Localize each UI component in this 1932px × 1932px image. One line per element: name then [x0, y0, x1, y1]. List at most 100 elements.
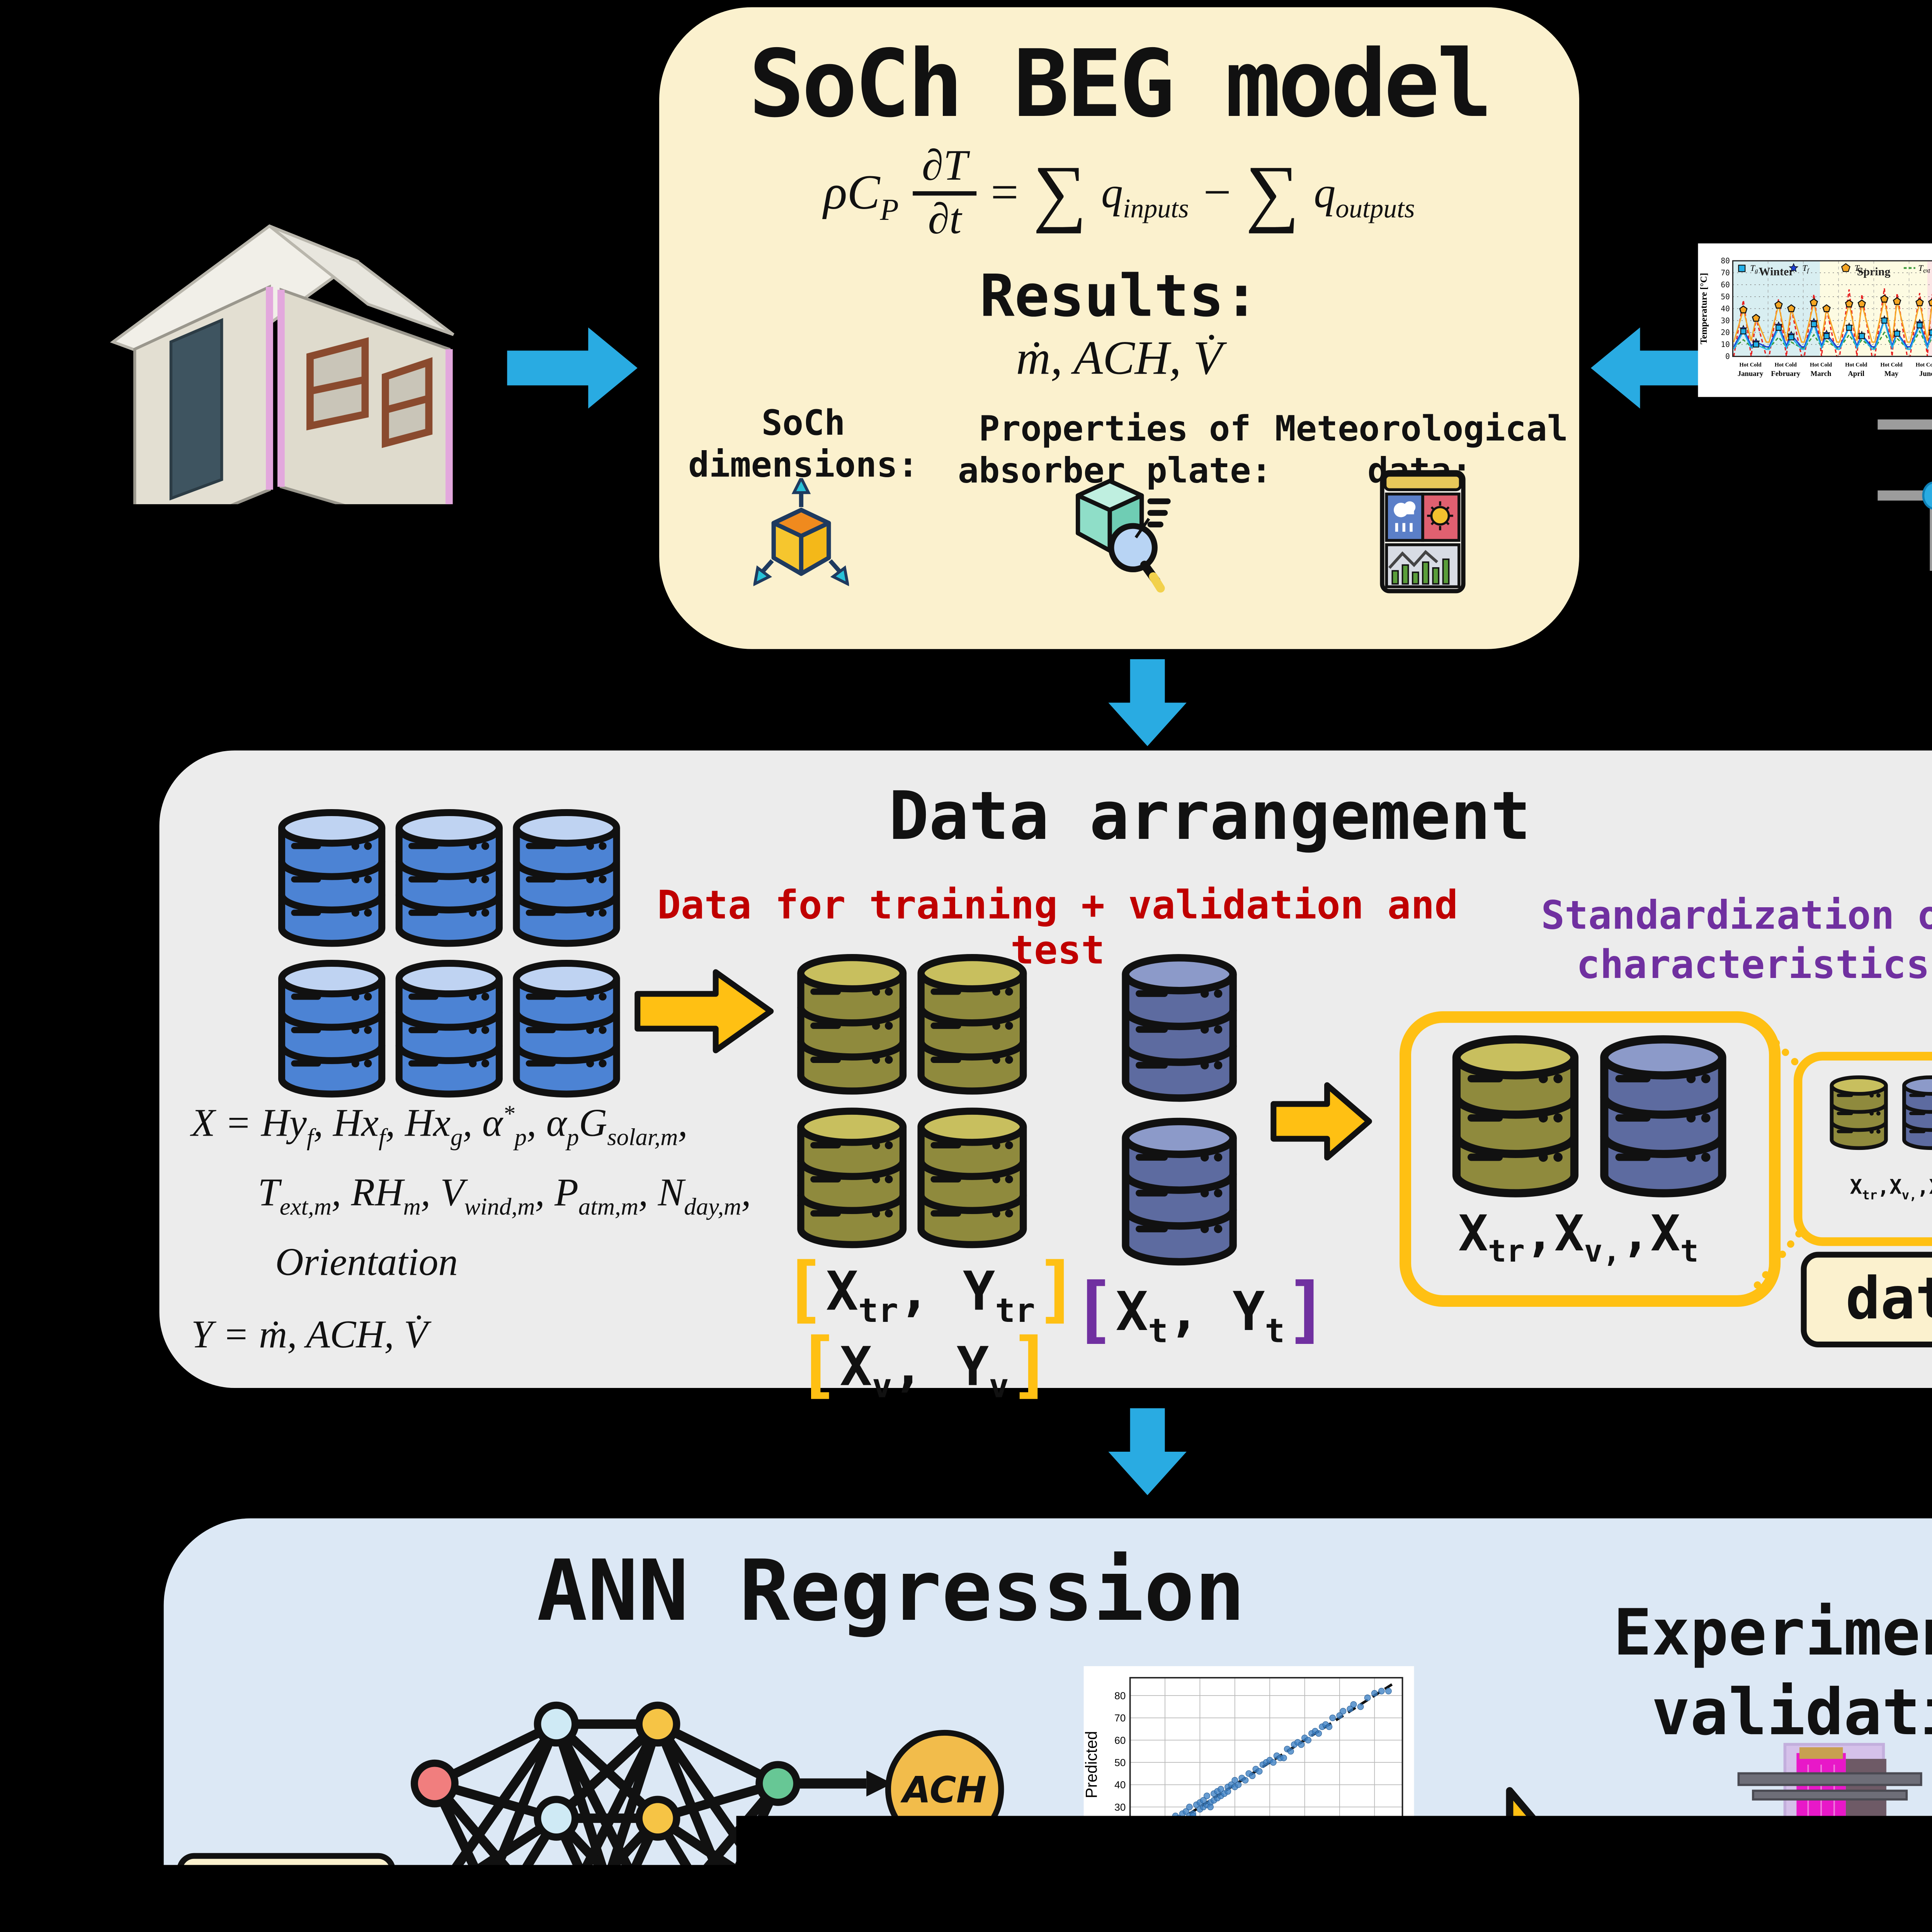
sum-outputs-symbol: ∑	[1246, 151, 1299, 236]
test-database-group	[1119, 953, 1240, 1266]
hot-cold-label: Hot Cold	[1880, 362, 1902, 368]
svg-text:80: 80	[1114, 1690, 1126, 1701]
data-output-label: data	[1845, 1266, 1932, 1333]
svg-text:70: 70	[1114, 1712, 1126, 1724]
equation-fraction: ∂T ∂t	[913, 142, 976, 245]
database-icon	[1449, 1034, 1582, 1198]
soch-dimensions-line1: SoCh	[669, 403, 937, 444]
absorber-plate-line1: Properties of	[945, 408, 1285, 450]
output-mdot-label: ṁ	[927, 1876, 963, 1931]
hidden2-node	[639, 1799, 677, 1837]
data-arrangement-title: Data arrangement	[739, 777, 1680, 855]
experimental-rig-image	[1721, 1736, 1932, 1932]
database-icon	[914, 953, 1030, 1095]
month-label: June	[1919, 370, 1932, 378]
train-set-label: [Xtr, Ytr]	[782, 1243, 1065, 1327]
svg-text:20: 20	[1114, 1824, 1126, 1835]
standardized-sets-label-small: Xtr,Xv,,Xt	[1794, 1177, 1932, 1200]
hidden2-node	[639, 1908, 677, 1932]
experimental-validation-title: Experimental validation	[1579, 1594, 1932, 1753]
month-label: May	[1884, 370, 1899, 378]
hot-cold-label: Hot Cold	[1916, 362, 1932, 368]
svg-text:40: 40	[1114, 1779, 1126, 1791]
svg-text:10: 10	[1721, 340, 1730, 349]
month-label: April	[1848, 370, 1864, 378]
cube-dimensions-icon	[753, 478, 849, 591]
svg-text:50: 50	[1114, 1757, 1126, 1768]
output-node	[759, 1879, 797, 1917]
svg-text:30: 30	[1194, 1857, 1206, 1868]
bracket-icon: ]	[1009, 1323, 1053, 1406]
svg-text:50: 50	[1264, 1857, 1276, 1868]
svg-text:30: 30	[1114, 1801, 1126, 1813]
svg-text:60: 60	[1721, 281, 1730, 289]
svg-text:70: 70	[1334, 1857, 1345, 1868]
input-node	[414, 1878, 455, 1918]
validation-set-text: Xv, Yv	[840, 1336, 1009, 1398]
database-icon	[1119, 953, 1240, 1102]
svg-text:20: 20	[1721, 328, 1730, 337]
meteorological-line1: Meteorological	[1275, 408, 1565, 450]
train-val-database-group	[794, 953, 1030, 1249]
equation-frac-top: ∂T	[913, 142, 976, 196]
output-ach-label: ACH	[903, 1768, 986, 1810]
standardized-olive-db	[1449, 1034, 1582, 1198]
svg-text:7: 7	[1122, 1918, 1128, 1930]
bracket-icon: [	[796, 1323, 840, 1406]
arrow-model-to-arrangement	[1097, 659, 1198, 749]
mae-loss-chart: 0123456702004006008001000Training MAEVal…	[1091, 1915, 1427, 1932]
svg-text:70: 70	[1721, 269, 1730, 277]
database-icon	[510, 959, 623, 1098]
standardization-line1: Standardization of	[1529, 893, 1932, 942]
database-icon	[393, 808, 505, 947]
heat-balance-equation: ρCP ∂T ∂t = ∑ qinputs − ∑ qoutputs	[659, 142, 1579, 245]
month-label: January	[1738, 370, 1764, 378]
database-icon	[275, 959, 388, 1098]
bracket-icon: ]	[1285, 1268, 1328, 1352]
database-icon	[1901, 1075, 1932, 1150]
database-icon	[393, 959, 505, 1098]
database-icon	[510, 808, 623, 947]
database-icon	[794, 1107, 910, 1249]
training-caption: Data for training + validation and test	[623, 884, 1492, 973]
raw-database-group	[275, 808, 623, 1098]
arrow-ann-to-validation	[1449, 1776, 1571, 1932]
validation-set-label: [Xv, Yv]	[794, 1318, 1055, 1402]
sum-inputs-symbol: ∑	[1033, 151, 1087, 236]
equation-minus: −	[1203, 166, 1231, 221]
scatter-xlabel: Target	[1244, 1881, 1289, 1898]
arrow-arrangement-to-ann	[1097, 1408, 1198, 1498]
hidden1-node	[537, 1908, 575, 1932]
svg-text:80: 80	[1721, 257, 1730, 265]
standardized-navy-db-small	[1901, 1075, 1932, 1150]
x-formula-line2: Text,m, RHm, Vwind,m, Patm,m, Nday,m,	[258, 1171, 751, 1216]
month-label: March	[1811, 370, 1832, 378]
input-soch-dimensions-label: SoCh dimensions:	[669, 403, 937, 486]
weather-ylabel: Temperature [°C]	[1699, 273, 1709, 344]
database-icon	[1119, 1117, 1240, 1266]
results-values: ṁ, ACH, V̇	[659, 333, 1579, 387]
svg-text:50: 50	[1721, 292, 1730, 301]
bracket-icon: [	[1072, 1268, 1116, 1352]
test-set-label: [Xt, Yt]	[1072, 1264, 1318, 1347]
arrow-standardize	[1269, 1078, 1374, 1165]
x-formula-line1: X = Hyf, Hxf, Hxg, α*p, αpGsolar,m,	[191, 1101, 688, 1146]
chimney-schematic	[1866, 408, 1932, 579]
equation-frac-bottom: ∂t	[919, 196, 970, 245]
absorber-plate-icon	[1069, 475, 1179, 594]
standardized-navy-db	[1597, 1034, 1730, 1198]
test-set-text: Xt, Yt	[1116, 1281, 1285, 1343]
svg-text:30: 30	[1721, 316, 1730, 325]
month-label: February	[1771, 370, 1801, 378]
season-label: Winter	[1759, 265, 1794, 278]
svg-text:40: 40	[1721, 304, 1730, 313]
database-icon	[794, 953, 910, 1095]
standardized-olive-db-small	[1828, 1075, 1889, 1150]
y-formula-line: Y = ṁ, ACH, V̇	[191, 1313, 428, 1357]
q-inputs: qinputs	[1101, 169, 1189, 218]
output-node	[759, 1765, 797, 1802]
arrow-split-data	[632, 965, 777, 1058]
data-output-box: data	[1801, 1252, 1932, 1347]
ann-network-diagram	[394, 1680, 904, 1932]
standardization-label: Standardization of characteristics	[1529, 893, 1932, 990]
